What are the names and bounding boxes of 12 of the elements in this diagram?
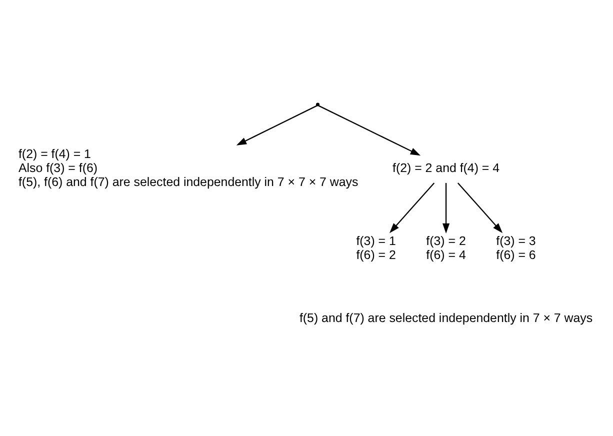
arrow xyxy=(236,105,318,146)
node-point xyxy=(316,102,320,106)
arrow xyxy=(318,105,421,156)
label: f(5) and f(7) are selected independently in 7 × 7 ways xyxy=(299,310,593,325)
node-text: f(3) = 3 f(6) = 6 xyxy=(496,234,536,262)
node-text: f(2) = 2 and f(4) = 4 xyxy=(392,160,500,175)
node-text: f(3) = 2 f(6) = 4 xyxy=(426,234,466,262)
node-text: f(2) = f(4) = 1 Also f(3) = f(6) f(5), f(6) and f(7) are selected independently in 7 × 7 × 7 ways xyxy=(18,146,358,189)
node-text: f(3) = 1 f(6) = 2 xyxy=(356,234,396,262)
arrow xyxy=(457,182,503,234)
arrow xyxy=(390,182,435,234)
arrow xyxy=(442,182,450,234)
